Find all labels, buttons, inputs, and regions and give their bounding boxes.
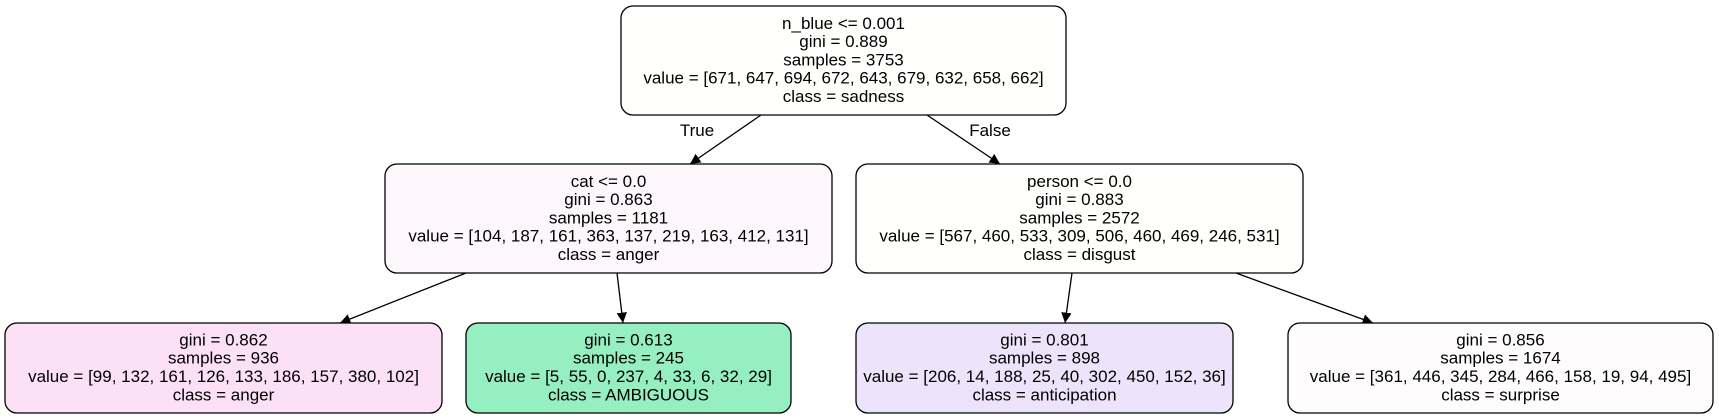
- edge-right-to-rl: [1061, 272, 1073, 324]
- node-ll-line-2: value = [99, 132, 161, 126, 133, 186, 15…: [28, 367, 419, 386]
- node-lr-line-2: value = [5, 55, 0, 237, 4, 33, 6, 32, 29…: [485, 367, 772, 386]
- node-box-lr: [465, 322, 792, 414]
- node-left-line-4: class = anger: [558, 245, 660, 264]
- node-left-line-1: gini = 0.863: [564, 190, 652, 209]
- node-left-line-3: value = [104, 187, 161, 363, 137, 219, 1…: [408, 227, 808, 246]
- node-root-line-4: class = sadness: [783, 87, 904, 106]
- node-right-line-1: gini = 0.883: [1035, 190, 1123, 209]
- node-root-line-0: n_blue <= 0.001: [782, 14, 905, 33]
- edges-layer: True False: [339, 114, 1374, 325]
- node-rl-line-3: class = anticipation: [972, 385, 1116, 404]
- node-box-ll: [4, 322, 443, 414]
- node-right-line-4: class = disgust: [1024, 245, 1136, 264]
- edge-root-to-left: [689, 114, 762, 165]
- edge-root-to-right: [926, 114, 1001, 165]
- node-ll-line-0: gini = 0.862: [179, 330, 267, 349]
- node-rr-line-1: samples = 1674: [1440, 349, 1561, 368]
- node-ll-line-1: samples = 936: [168, 349, 279, 368]
- node-right-line-0: person <= 0.0: [1027, 172, 1132, 191]
- node-box-root: [620, 5, 1067, 116]
- edge-left-to-lr: [616, 272, 627, 324]
- node-root-line-2: samples = 3753: [783, 50, 904, 69]
- node-rl-line-2: value = [206, 14, 188, 25, 40, 302, 450,…: [863, 367, 1226, 386]
- node-rr-line-3: class = surprise: [1441, 385, 1560, 404]
- node-box-rr: [1287, 322, 1714, 414]
- node-box-left: [384, 163, 833, 274]
- node-lr-line-0: gini = 0.613: [584, 330, 672, 349]
- node-left-line-2: samples = 1181: [549, 208, 668, 227]
- node-box-rl: [855, 322, 1234, 414]
- node-root-line-3: value = [671, 647, 694, 672, 643, 679, 6…: [643, 69, 1043, 88]
- edge-label-true: True: [680, 121, 714, 140]
- node-rr-line-0: gini = 0.856: [1456, 330, 1544, 349]
- node-lr-line-3: class = AMBIGUOUS: [548, 385, 709, 404]
- node-rl-line-1: samples = 898: [989, 349, 1100, 368]
- node-left-line-0: cat <= 0.0: [571, 172, 647, 191]
- node-right-line-2: samples = 2572: [1019, 208, 1140, 227]
- edge-left-to-ll: [339, 272, 467, 324]
- edge-right-to-rr: [1235, 272, 1374, 325]
- node-lr-line-1: samples = 245: [573, 349, 684, 368]
- edge-label-false: False: [969, 121, 1011, 140]
- node-box-right: [855, 163, 1304, 274]
- node-root-line-1: gini = 0.889: [799, 32, 887, 51]
- node-ll-line-3: class = anger: [173, 385, 275, 404]
- node-right-line-3: value = [567, 460, 533, 309, 506, 460, 4…: [879, 227, 1279, 246]
- node-rl-line-0: gini = 0.801: [1000, 330, 1088, 349]
- node-rr-line-2: value = [361, 446, 345, 284, 466, 158, 1…: [1310, 367, 1691, 386]
